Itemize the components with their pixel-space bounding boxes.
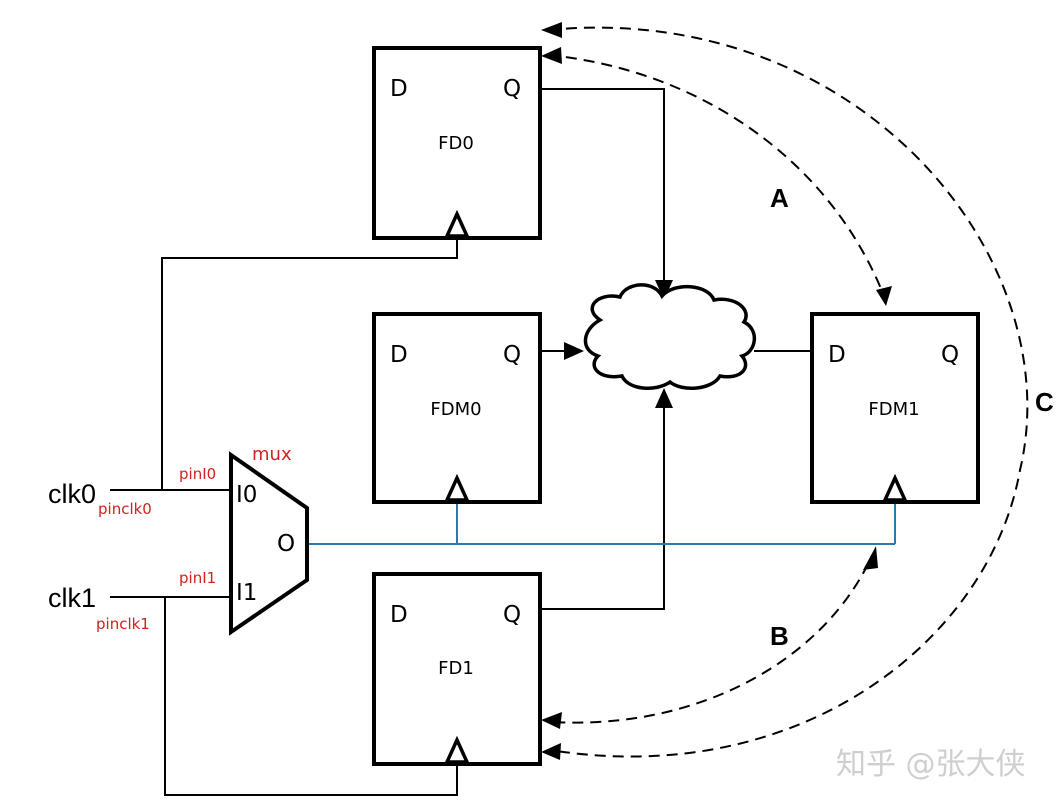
- arrowhead-path-a-end: [876, 286, 892, 306]
- watermark: 知乎 @张大侠: [836, 747, 1026, 782]
- flip-flop-fd1: D Q FD1: [372, 572, 542, 766]
- fdm0-d-pin: D: [390, 342, 408, 368]
- fd0-name: FD0: [438, 133, 474, 154]
- fd1-d-pin: D: [390, 602, 408, 628]
- timing-path-label-b: B: [770, 621, 789, 651]
- combinational-logic-cloud-icon: [583, 283, 756, 390]
- fdm0-q-pin: Q: [503, 342, 521, 368]
- mux-pin-label-i1: pinI1: [179, 569, 216, 587]
- wire-fd0-q-to-logic: [540, 88, 665, 282]
- arrowhead-path-a-start: [541, 47, 562, 64]
- timing-path-label-c: C: [1035, 387, 1054, 417]
- mux-input-i0: I0: [236, 482, 257, 508]
- arrowhead-path-b-end: [541, 712, 562, 729]
- wire-clk1-to-fd1-clk: [164, 597, 458, 796]
- timing-path-label-a: A: [770, 183, 789, 213]
- clock-mux: I0 I1 O: [229, 451, 309, 636]
- flip-flop-fdm0: D Q FDM0: [372, 312, 542, 504]
- clock-triangle-icon: [444, 735, 470, 764]
- wire-fd1-q-to-logic: [540, 408, 665, 610]
- arrowhead-path-c-end: [541, 743, 561, 760]
- clock-triangle-icon: [444, 473, 470, 502]
- mux-label: mux: [252, 444, 292, 465]
- mux-output-o: O: [277, 531, 295, 557]
- clock-input-clk0: clk0: [48, 479, 96, 509]
- flip-flop-fd0: D Q FD0: [372, 46, 542, 240]
- arrowhead-into-logic-top: [655, 280, 673, 300]
- timing-path-b: [551, 563, 869, 724]
- fd0-q-pin: Q: [503, 76, 521, 102]
- clock-triangle-icon: [444, 209, 470, 238]
- mux-pin-label-i0: pinI0: [179, 465, 216, 483]
- fdm1-q-pin: Q: [941, 342, 959, 368]
- timing-path-a: [547, 54, 885, 297]
- arrowhead-into-logic-bottom: [655, 388, 673, 408]
- clock-pin-label-clk0: pinclk0: [98, 500, 152, 518]
- timing-path-c: [547, 26, 1029, 758]
- clock-input-clk1: clk1: [48, 583, 96, 613]
- fd1-name: FD1: [438, 658, 474, 679]
- clock-triangle-icon: [882, 473, 908, 502]
- mux-input-i1: I1: [236, 580, 257, 606]
- fd0-d-pin: D: [390, 76, 408, 102]
- arrowhead-path-c-start: [541, 22, 562, 38]
- fdm1-name: FDM1: [868, 399, 919, 420]
- fdm1-d-pin: D: [828, 342, 846, 368]
- wire-clk0-to-fd0-clk: [161, 238, 458, 490]
- arrowhead-path-b-start: [863, 546, 878, 570]
- flip-flop-fdm1: D Q FDM1: [810, 312, 980, 504]
- fd1-q-pin: Q: [503, 602, 521, 628]
- clock-pin-label-clk1: pinclk1: [96, 615, 150, 633]
- fdm0-name: FDM0: [430, 399, 481, 420]
- arrowhead-into-logic-left: [564, 342, 584, 360]
